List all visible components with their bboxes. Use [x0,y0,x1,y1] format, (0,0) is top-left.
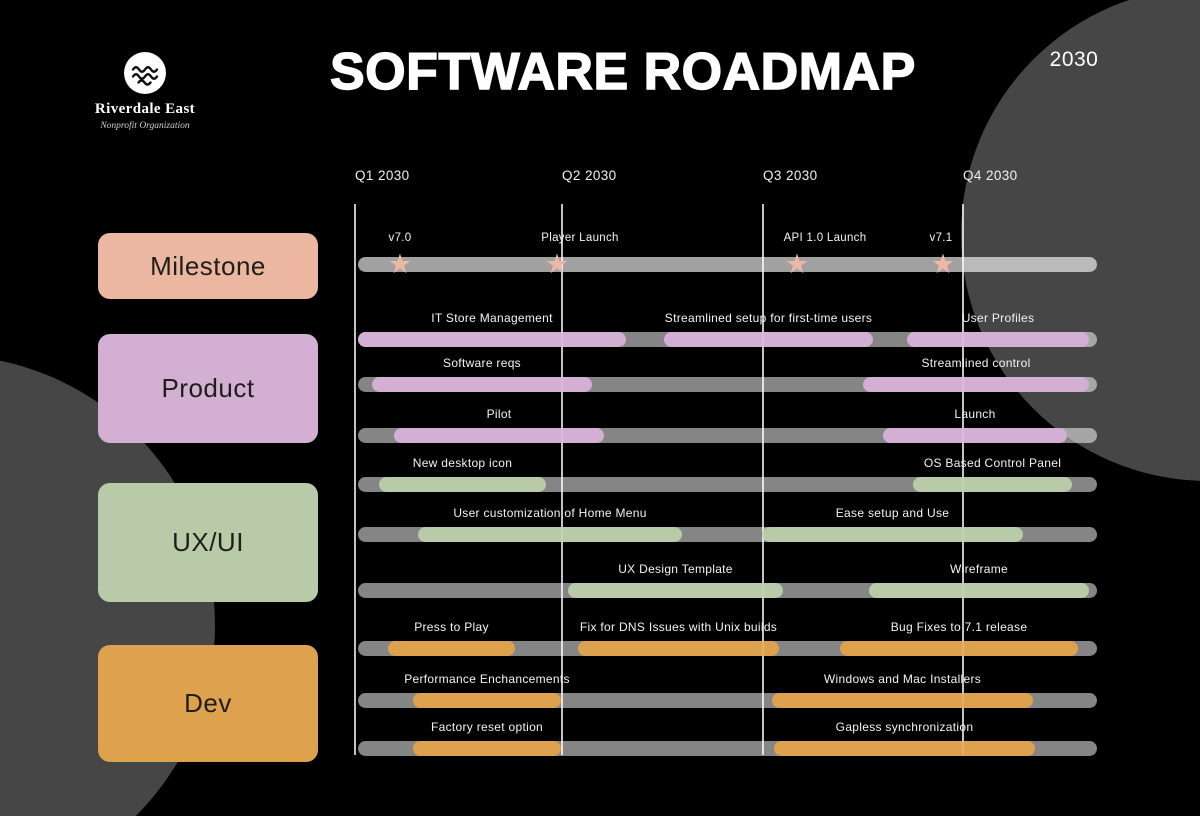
task-track-8 [358,693,1097,708]
product-task-bar [863,377,1089,392]
gridline-over-q3 [762,204,764,755]
uxui-task-label: Wireframe [949,562,1009,576]
task-track-4 [358,477,1097,492]
product-task-label: Launch [954,407,996,421]
dev-task-label: Gapless synchronization [835,720,974,734]
waves-icon [124,52,166,94]
dev-task-label: Fix for DNS Issues with Unix builds [579,620,778,634]
product-task-bar [664,332,873,347]
quarter-label-q2: Q2 2030 [562,168,617,183]
dev-task-label: Performance Enchancements [404,672,570,686]
uxui-task-bar [913,477,1072,492]
milestone-label-1: v7.0 [388,232,412,244]
gridline-over-q1 [354,204,356,755]
year-badge: 2030 [1049,48,1099,71]
category-box-uxui: UX/UI [98,483,318,602]
dev-task-bar [840,641,1078,656]
dev-task-bar [578,641,779,656]
uxui-task-bar [379,477,546,492]
uxui-task-label: UX Design Template [618,562,733,576]
milestone-star-icon: ★ [544,248,570,279]
milestone-star-icon: ★ [784,248,810,279]
product-task-bar [394,428,604,443]
milestone-label-2: Player Launch [541,232,619,244]
dev-task-bar [774,741,1035,756]
uxui-task-bar [568,583,783,598]
category-box-dev: Dev [98,645,318,762]
task-track-5 [358,527,1097,542]
task-track-9 [358,741,1097,756]
dev-task-bar [772,693,1033,708]
logo-org-name: Riverdale East [94,101,196,117]
dev-task-bar [413,741,561,756]
category-box-milestone: Milestone [98,233,318,299]
milestone-label-4: v7.1 [929,232,953,244]
task-track-2 [358,377,1097,392]
product-task-label: User Profiles [961,311,1035,325]
milestone-star-icon: ★ [930,248,956,279]
logo: Riverdale East Nonprofit Organization [85,52,205,131]
task-track-6 [358,583,1097,598]
quarter-label-q1: Q1 2030 [355,168,410,183]
logo-tagline: Nonprofit Organization [100,121,190,131]
product-task-bar [358,332,626,347]
product-task-bar [883,428,1067,443]
task-track-3 [358,428,1097,443]
task-track-7 [358,641,1097,656]
uxui-task-bar [762,527,1023,542]
product-task-label: Streamlined control [921,356,1031,370]
uxui-task-label: New desktop icon [412,456,513,470]
uxui-task-label: Ease setup and Use [835,506,950,520]
uxui-task-label: User customization of Home Menu [453,506,647,520]
decor-circle-top-right [961,0,1200,481]
gridline-over-q2 [561,204,563,755]
product-task-label: IT Store Management [431,311,553,325]
product-task-bar [907,332,1089,347]
product-task-label: Software reqs [443,356,521,370]
page-title: SOFTWARE ROADMAP [329,43,916,101]
gridline-over-q4 [962,204,964,755]
dev-task-label: Bug Fixes to 7.1 release [890,620,1028,634]
product-task-label: Streamlined setup for first-time users [664,311,873,325]
dev-task-bar [388,641,515,656]
uxui-task-label: OS Based Control Panel [923,456,1062,470]
category-box-product: Product [98,334,318,443]
task-track-1 [358,332,1097,347]
uxui-task-bar [869,583,1089,598]
dev-task-bar [413,693,561,708]
product-task-bar [372,377,592,392]
gridline-under-q1 [354,204,356,755]
dev-task-label: Press to Play [414,620,489,634]
dev-task-label: Factory reset option [430,720,544,734]
milestone-star-icon: ★ [387,248,413,279]
uxui-task-bar [418,527,682,542]
milestone-label-3: API 1.0 Launch [783,232,867,244]
dev-task-label: Windows and Mac Installers [823,672,982,686]
quarter-label-q3: Q3 2030 [763,168,818,183]
milestone-track [358,257,1097,272]
quarter-label-q4: Q4 2030 [963,168,1018,183]
product-task-label: Pilot [486,407,512,421]
